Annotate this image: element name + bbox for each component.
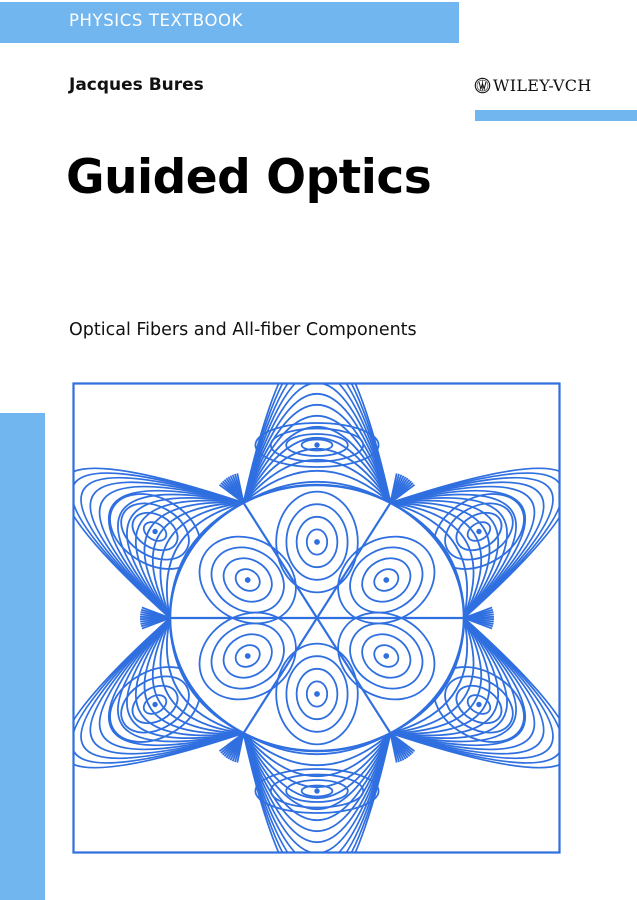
wiley-logo-icon [474,77,491,94]
publisher-accent-bar [475,110,637,121]
book-title: Guided Optics [66,150,432,205]
field-contour-plot [72,382,561,854]
series-label: PHYSICS TEXTBOOK [69,11,244,30]
cover-figure-mode-plot [72,382,561,854]
left-accent-bar [0,413,45,900]
book-subtitle: Optical Fibers and All-fiber Components [69,320,417,340]
publisher-name: WILEY-VCH [493,76,592,95]
series-banner: PHYSICS TEXTBOOK [0,2,459,43]
author-name: Jacques Bures [69,75,204,95]
publisher: WILEY-VCH [474,76,592,95]
